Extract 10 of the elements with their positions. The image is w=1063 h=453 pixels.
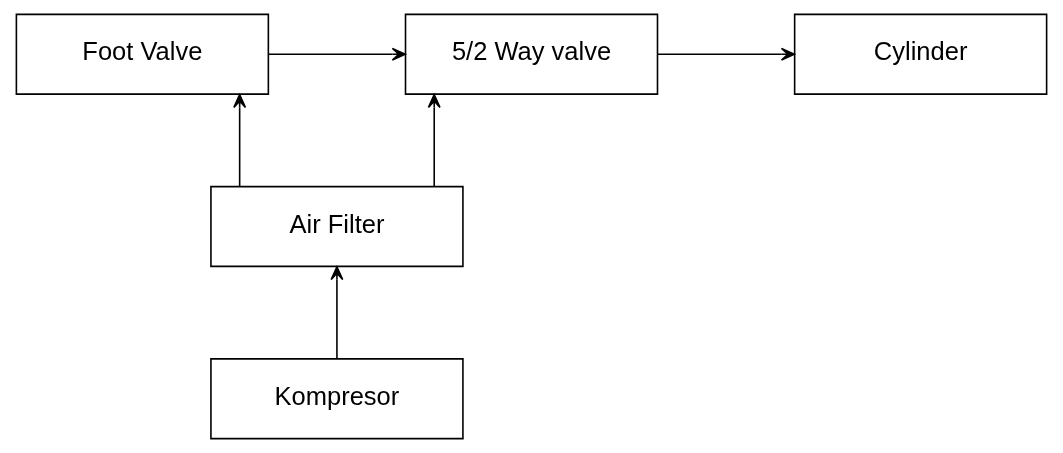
arrow <box>233 93 247 188</box>
node-box: Cylinder <box>793 13 1048 95</box>
arrow <box>267 47 406 61</box>
node-box: Kompresor <box>210 358 464 440</box>
arrow <box>427 93 441 188</box>
arrow <box>657 47 796 61</box>
arrow <box>330 266 344 360</box>
node-box: Foot Valve <box>15 13 270 95</box>
node-box: Air Filter <box>210 185 464 268</box>
node-box: 5/2 Way valve <box>404 13 659 95</box>
